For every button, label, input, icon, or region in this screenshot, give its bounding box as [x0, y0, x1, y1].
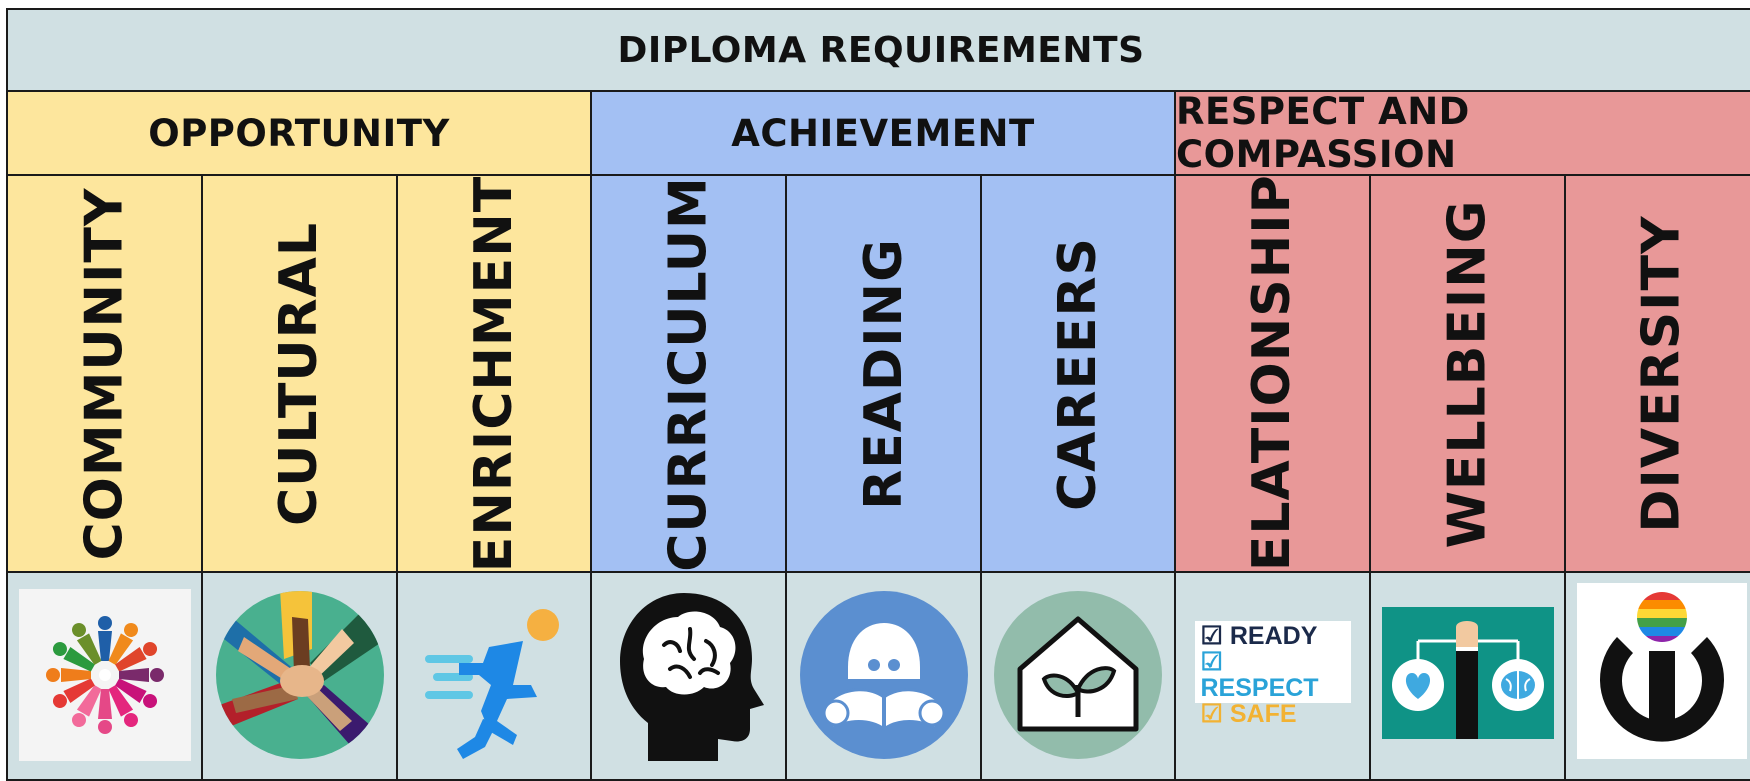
column-reading: READING — [785, 174, 982, 573]
check-icon: ☑ — [1200, 648, 1223, 676]
column-cultural: CULTURAL — [201, 174, 398, 573]
column-label: CULTURAL — [269, 221, 330, 526]
brain-head-icon — [619, 593, 764, 761]
column-diversity: DIVERSITY — [1564, 174, 1750, 573]
icon-cell-relationships: ☑ READY ☑ RESPECT ☑ SAFE — [1174, 571, 1371, 781]
column-label: READING — [853, 237, 914, 510]
column-careers: CAREERS — [980, 174, 1176, 573]
icon-cell-wellbeing — [1369, 571, 1566, 781]
column-curriculum: CURRICULUM — [590, 174, 787, 573]
reading-person-icon — [799, 591, 968, 759]
section-opportunity: OPPORTUNITY — [6, 90, 592, 176]
column-label: CAREERS — [1048, 236, 1109, 511]
heart-brain-scale-icon — [1381, 607, 1554, 739]
check-icon: ☑ — [1200, 700, 1223, 728]
house-sprout-icon — [994, 591, 1162, 759]
section-label: OPPORTUNITY — [148, 111, 450, 155]
column-wellbeing: WELLBEING — [1369, 174, 1566, 573]
community-people-icon — [18, 589, 191, 761]
rrs-respect: RESPECT — [1200, 674, 1319, 702]
section-label: ACHIEVEMENT — [731, 111, 1035, 155]
column-label: WELLBEING — [1437, 199, 1498, 548]
section-achievement: ACHIEVEMENT — [590, 90, 1176, 176]
column-label: COMMUNITY — [74, 186, 135, 561]
column-label: ENRICHMENT — [464, 175, 524, 572]
rrs-ready: READY — [1229, 622, 1318, 650]
column-enrichment: ENRICHMENT — [396, 174, 592, 573]
section-label: RESPECT AND COMPASSION — [1176, 90, 1470, 176]
icon-cell-cultural — [201, 571, 398, 781]
icon-cell-enrichment — [396, 571, 592, 781]
column-label: DIVERSITY — [1632, 214, 1692, 533]
ready-respect-safe-logo: ☑ READY ☑ RESPECT ☑ SAFE — [1194, 621, 1351, 727]
icon-cell-reading — [785, 571, 982, 781]
check-icon: ☑ — [1200, 622, 1223, 650]
table-title-cell: DIPLOMA REQUIREMENTS — [6, 8, 1750, 92]
table-title: DIPLOMA REQUIREMENTS — [617, 29, 1145, 71]
joined-hands-icon — [215, 591, 384, 759]
running-person-icon — [425, 609, 559, 759]
section-respect-and-compassion: RESPECT AND COMPASSION — [1174, 90, 1750, 176]
icon-cell-community — [6, 571, 203, 781]
wikimedia-rainbow-icon — [1577, 583, 1747, 759]
column-label: RELATIONSHIPS — [1242, 174, 1303, 573]
column-community: COMMUNITY — [6, 174, 203, 573]
column-relationships: RELATIONSHIPS — [1174, 174, 1371, 573]
icon-cell-diversity — [1564, 571, 1750, 781]
icon-cell-careers — [980, 571, 1176, 781]
icon-cell-curriculum — [590, 571, 787, 781]
column-label: CURRICULUM — [658, 175, 719, 572]
rrs-safe: SAFE — [1229, 700, 1297, 728]
